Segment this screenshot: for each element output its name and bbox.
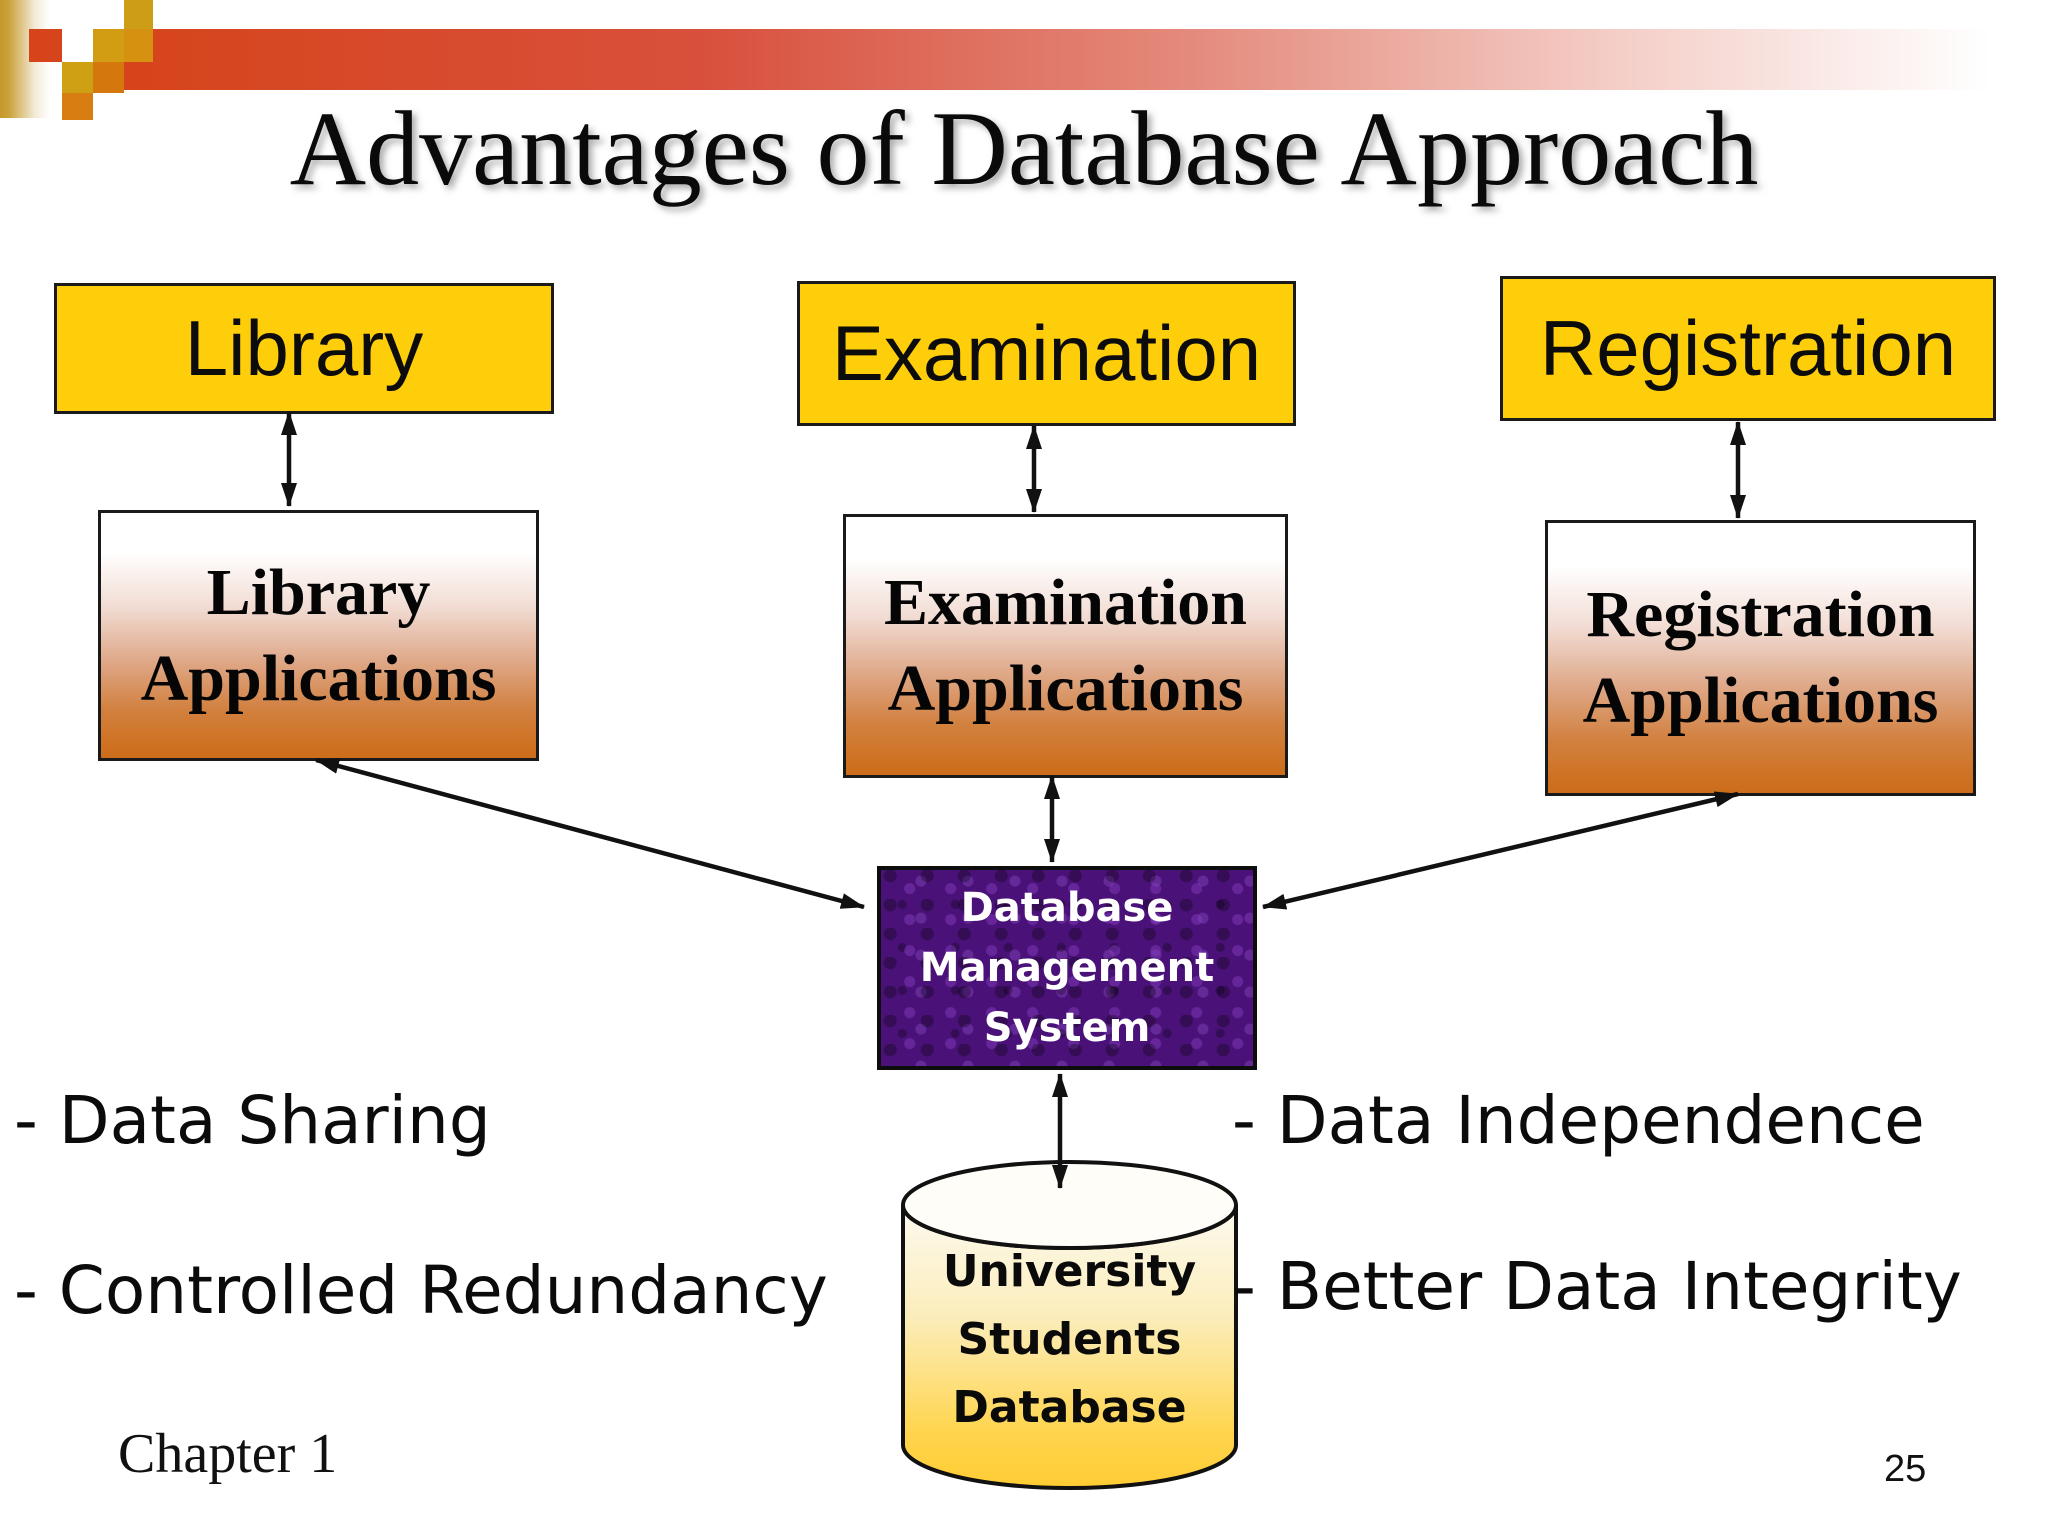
bullet-data-sharing: - Data Sharing — [14, 1082, 491, 1159]
box-library: Library — [54, 283, 554, 414]
database-cylinder-line3: Database — [952, 1382, 1187, 1433]
decoration-square — [124, 0, 153, 29]
decoration-square — [93, 29, 124, 62]
box-registration-label: Registration — [1539, 304, 1957, 392]
bullet-controlled-redundancy: - Controlled Redundancy — [14, 1252, 828, 1329]
box-registration: Registration — [1500, 276, 1996, 421]
page-number: 25 — [1884, 1448, 1927, 1490]
database-cylinder-label: University Students Database — [903, 1238, 1236, 1442]
decoration-square — [124, 29, 153, 62]
box-dbms-line1: Database — [960, 885, 1174, 931]
box-examination-label: Examination — [831, 309, 1262, 397]
database-cylinder-line2: Students — [957, 1314, 1182, 1365]
box-dbms-line3: System — [983, 1005, 1151, 1051]
box-library-applications: Library Applications — [98, 510, 539, 761]
decoration-square — [93, 62, 124, 93]
decoration-square — [29, 29, 62, 62]
box-library-label: Library — [184, 304, 424, 392]
decoration-red-banner — [124, 29, 2048, 90]
decoration-square — [62, 93, 93, 120]
box-examination: Examination — [797, 281, 1296, 426]
footer-chapter: Chapter 1 — [118, 1423, 338, 1485]
box-dbms-line2: Management — [919, 945, 1215, 991]
database-cylinder-top — [901, 1160, 1238, 1250]
box-examination-applications: Examination Applications — [843, 514, 1288, 778]
box-registration-applications-line2: Applications — [1582, 664, 1939, 737]
box-registration-applications-line1: Registration — [1586, 578, 1935, 651]
box-examination-applications-line1: Examination — [883, 566, 1248, 639]
box-registration-applications: Registration Applications — [1545, 520, 1976, 796]
database-cylinder-line1: University — [942, 1246, 1197, 1297]
bullet-data-independence: - Data Independence — [1232, 1082, 1925, 1159]
box-dbms: Database Management System — [877, 866, 1257, 1070]
decoration-square — [62, 62, 93, 93]
bullet-better-data-integrity: - Better Data Integrity — [1232, 1248, 1962, 1325]
box-examination-applications-line2: Applications — [887, 652, 1244, 725]
arrow-regapps-to-dbms — [1262, 791, 1739, 910]
page-title: Advantages of Database Approach — [289, 90, 1759, 207]
box-library-applications-line1: Library — [206, 555, 431, 629]
arrow-libraryapps-to-dbms — [315, 757, 865, 910]
box-library-applications-line2: Applications — [140, 641, 497, 715]
